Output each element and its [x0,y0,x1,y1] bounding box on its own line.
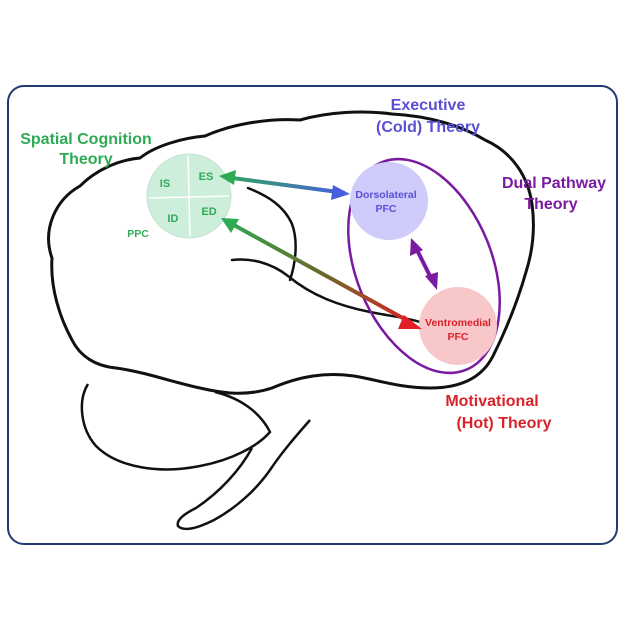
ppc-quadrant-is: IS [160,178,170,190]
brainstem-outline [176,419,311,531]
arrow-es-dorsolateral [219,170,350,200]
dorsolateral-label-line2: PFC [376,203,397,215]
spatial-theory-line2: Theory [59,151,112,168]
ppc-quadrant-id: ID [168,213,179,225]
motivational-theory-line1: Motivational [445,393,538,410]
dorsolateral-circle [350,162,428,240]
arrow-ed-ventromedial [221,218,422,329]
arrow-dorsolateral-ventromedial [410,238,438,290]
frame-border [7,85,618,545]
dual-pathway-ellipse [347,157,501,375]
ppc-label: PPC [127,228,149,240]
sulcus-lateral [230,258,422,324]
motivational-theory-line2: (Hot) Theory [456,415,551,432]
ventromedial-label-line2: PFC [448,331,469,343]
executive-theory-line1: Executive [391,97,466,114]
cerebellum-outline [80,383,272,471]
dorsolateral-label-line1: Dorsolateral [355,189,416,201]
dual-theory-line2: Theory [524,196,577,213]
ppc-quadrant-ed: ED [201,206,216,218]
ventromedial-label-line1: Ventromedial [425,317,491,329]
spatial-theory-line1: Spatial Cognition [20,131,152,148]
ppc-quadrant-es: ES [199,171,214,183]
ventromedial-circle [419,287,497,365]
dual-theory-line1: Dual Pathway [502,175,606,192]
executive-theory-line2: (Cold) Theory [376,119,480,136]
ppc-divider-vertical [187,155,191,237]
brain-outline [47,110,535,395]
sulcus-central [246,186,297,282]
ppc-region [146,153,232,239]
